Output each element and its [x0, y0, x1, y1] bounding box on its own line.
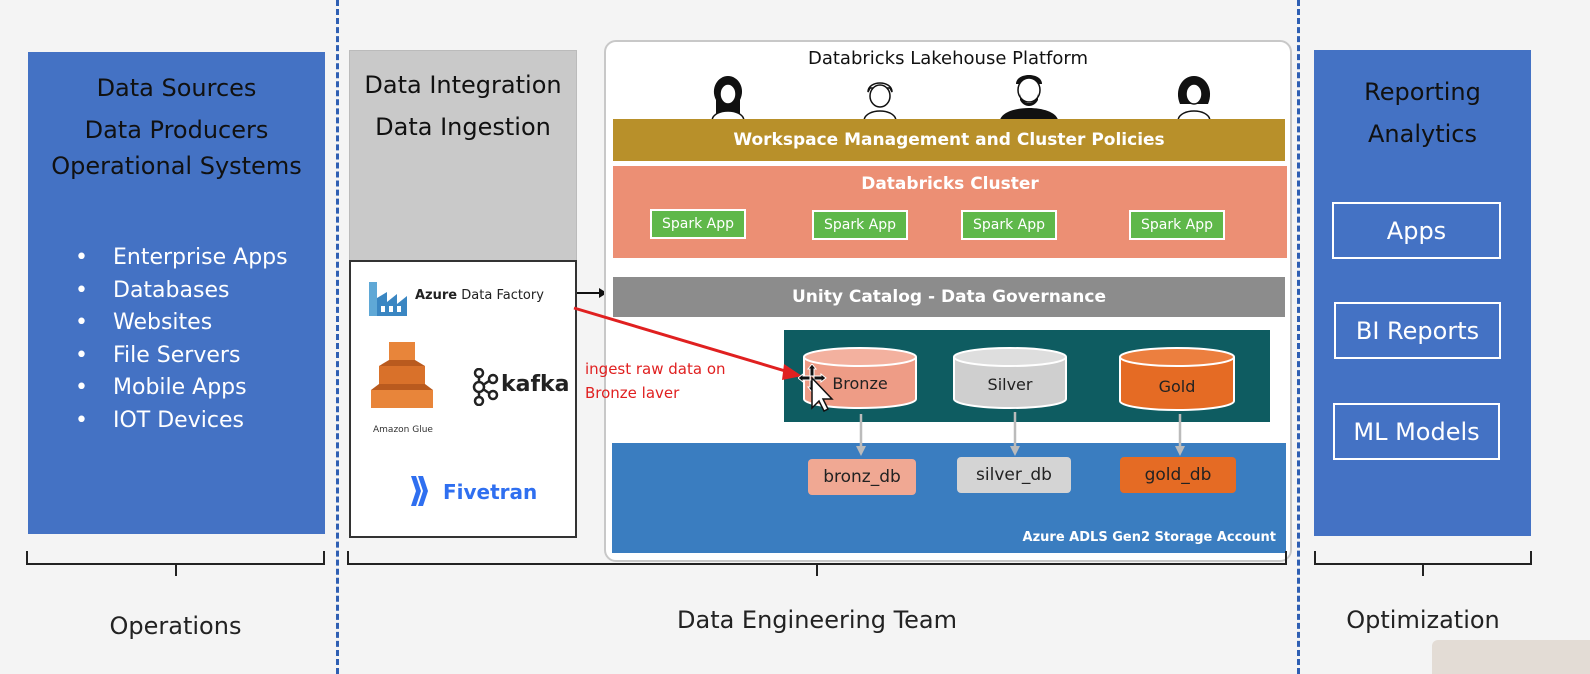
- move-cursor-icon: [798, 364, 834, 412]
- person-icon: [711, 76, 745, 120]
- engineering-brace: [347, 551, 1287, 565]
- separator-right: [1297, 0, 1300, 674]
- optimization-brace-tick: [1422, 564, 1424, 576]
- list-item: Websites: [75, 307, 315, 340]
- person-icon: [863, 82, 897, 120]
- engineering-label: Data Engineering Team: [677, 606, 957, 634]
- fivetran-label: Fivetran: [443, 480, 538, 504]
- annotation-text-1: ingest raw data on: [585, 360, 726, 378]
- arrow-right-icon: [577, 288, 607, 298]
- list-item: IOT Devices: [75, 405, 315, 438]
- operations-brace-tick: [175, 564, 177, 576]
- person-icon: [1000, 75, 1058, 120]
- storage-label: Azure ADLS Gen2 Storage Account: [1022, 530, 1276, 545]
- unity-catalog-bar: Unity Catalog - Data Governance: [613, 277, 1285, 317]
- cluster-label: Databricks Cluster: [861, 174, 1039, 194]
- data-sources-panel: Data Sources Data Producers Operational …: [28, 52, 325, 534]
- separator-left: [336, 0, 339, 674]
- adf-label-bold: Azure: [415, 288, 458, 303]
- spark-app-box: Spark App: [812, 210, 908, 240]
- integration-panel: Data Integration Data Ingestion: [349, 50, 577, 262]
- annotation-text-2: Bronze laver: [585, 384, 680, 402]
- glue-label: Amazon Glue: [373, 425, 433, 435]
- down-arrow-icon: [1010, 412, 1020, 456]
- workspace-bar: Workspace Management and Cluster Policie…: [613, 119, 1285, 161]
- annotation-arrow-icon: [573, 306, 802, 380]
- gold-cylinder-icon: [1119, 347, 1235, 411]
- factory-icon: [369, 282, 407, 316]
- lakehouse-title: Databricks Lakehouse Platform: [807, 48, 1089, 69]
- integration-title-2: Data Ingestion: [375, 113, 551, 141]
- sources-title-1: Data Sources: [96, 74, 257, 102]
- bi-reports-box: BI Reports: [1334, 302, 1501, 359]
- ml-models-box: ML Models: [1333, 403, 1500, 460]
- list-item: File Servers: [75, 340, 315, 373]
- list-item: Mobile Apps: [75, 372, 315, 405]
- down-arrow-icon: [1175, 414, 1185, 456]
- unity-label: Unity Catalog - Data Governance: [792, 287, 1106, 307]
- adf-label-rest: Data Factory: [461, 288, 544, 303]
- gold-db-box: gold_db: [1120, 457, 1236, 493]
- bronze-db-box: bronz_db: [808, 459, 916, 495]
- engineering-brace-tick: [816, 564, 818, 576]
- silver-db-box: silver_db: [957, 457, 1071, 493]
- list-item: Databases: [75, 275, 315, 308]
- fivetran-icon: [411, 476, 428, 506]
- reporting-panel: Reporting Analytics: [1314, 50, 1531, 536]
- sources-title-2: Data Producers: [84, 116, 269, 144]
- adf-label: Azure Data Factory: [415, 288, 544, 303]
- reporting-title-2: Analytics: [1368, 120, 1477, 148]
- silver-cylinder-icon: [953, 347, 1067, 409]
- workspace-label: Workspace Management and Cluster Policie…: [733, 130, 1165, 150]
- glue-icon: [371, 342, 433, 408]
- optimization-brace: [1314, 551, 1532, 565]
- silver-label: Silver: [987, 375, 1033, 394]
- kafka-label: kafka: [501, 372, 570, 397]
- reporting-title-1: Reporting: [1364, 78, 1481, 106]
- apps-box: Apps: [1332, 202, 1501, 259]
- down-arrow-icon: [856, 414, 866, 456]
- gold-label: Gold: [1158, 377, 1196, 396]
- list-item: Enterprise Apps: [75, 242, 315, 275]
- person-icon: [1177, 76, 1211, 120]
- spark-app-box: Spark App: [961, 210, 1057, 240]
- operations-label: Operations: [109, 612, 242, 640]
- optimization-label: Optimization: [1346, 606, 1500, 634]
- bronze-cylinder-icon: [803, 347, 917, 409]
- sources-list: Enterprise Apps Databases Websites File …: [75, 242, 315, 437]
- corner-overlay: [1432, 640, 1590, 674]
- spark-app-box: Spark App: [650, 209, 746, 239]
- integration-tools-box: Azure Data Factory Amazon Glue kafka Fiv…: [349, 260, 577, 538]
- kafka-icon: [472, 368, 499, 406]
- integration-title-1: Data Integration: [364, 71, 562, 99]
- operations-brace: [26, 551, 325, 565]
- bronze-label: Bronze: [832, 374, 888, 393]
- spark-app-box: Spark App: [1129, 210, 1225, 240]
- sources-title-3: Operational Systems: [51, 152, 302, 180]
